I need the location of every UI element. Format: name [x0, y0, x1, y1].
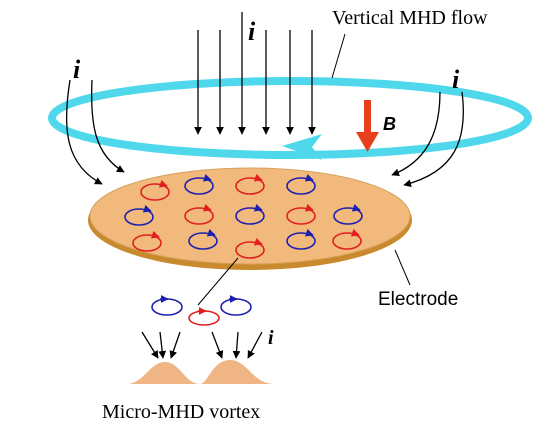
- vortex-icon: [140, 183, 170, 201]
- vortex-icon: [235, 177, 265, 195]
- deposit-bump-icon: [128, 360, 275, 384]
- current-arrow-icon: [247, 331, 263, 359]
- right-current-arrows: [391, 91, 464, 188]
- vortex-icon: [286, 177, 316, 195]
- vortex-arrow-icon: [351, 203, 361, 212]
- electrode-label-leader: [394, 249, 411, 286]
- flow-direction-arrowhead-icon: [282, 134, 322, 160]
- vortex-arrow-icon: [253, 173, 263, 182]
- zoomed-vortices: [151, 295, 252, 326]
- current-arrow-icon: [141, 331, 159, 359]
- vortex-icon: [124, 208, 154, 226]
- current-arrow-icon: [232, 331, 241, 359]
- vortex-icon: [235, 241, 265, 259]
- vortex-icon: [333, 207, 363, 225]
- vertical-current-arrows: [194, 12, 316, 135]
- flow-label-leader: [331, 33, 346, 79]
- vortex-icon: [184, 207, 214, 225]
- vortex-arrow-icon: [206, 228, 216, 237]
- current-arrow-icon: [158, 331, 167, 359]
- left-current-arrows: [65, 79, 125, 185]
- vortex-icon: [332, 232, 362, 250]
- vortex-icon: [132, 234, 162, 252]
- vortex-icon: [286, 232, 316, 250]
- flow-ring-front: [48, 117, 532, 159]
- current-arrow-icon: [211, 331, 224, 359]
- vortex-icon: [188, 232, 218, 250]
- vortex-arrow-icon: [158, 179, 168, 188]
- current-arrow-icon: [391, 91, 441, 177]
- current-arrow-icon: [403, 91, 464, 188]
- micro-current-arrows: [141, 331, 263, 359]
- electrode-label: Electrode: [378, 289, 458, 310]
- current-label-top: i: [248, 17, 256, 46]
- vortex-arrow-icon: [304, 203, 314, 212]
- current-arrow-icon: [65, 79, 103, 185]
- vortex-icon: [286, 207, 316, 225]
- current-label-left: i: [73, 55, 81, 84]
- vortex-arrow-icon: [142, 204, 152, 213]
- vortex-icon: [235, 207, 265, 225]
- vortex-arrow-icon: [202, 203, 212, 212]
- vortex-arrow-icon: [350, 228, 360, 237]
- magnetic-field-label: B: [383, 114, 396, 134]
- vortex-arrow-icon: [150, 230, 160, 239]
- vortex-arrow-icon: [253, 203, 263, 212]
- vortex-icon: [151, 298, 183, 316]
- electrode-disk: [88, 167, 412, 270]
- vertical-flow-label: Vertical MHD flow: [332, 7, 488, 29]
- vortex-grid: [124, 173, 363, 259]
- vortex-arrow-icon: [253, 237, 263, 246]
- magnetic-field-arrow-icon: [356, 100, 379, 152]
- vortex-icon: [220, 298, 252, 316]
- vortex-arrow-icon: [304, 173, 314, 182]
- current-label-right: i: [452, 65, 460, 94]
- vortex-icon: [188, 310, 220, 326]
- current-arrow-icon: [169, 331, 181, 359]
- zoom-leader: [197, 257, 239, 306]
- current-arrow-icon: [90, 79, 125, 173]
- vortex-arrow-icon: [202, 173, 212, 182]
- vortex-arrow-icon: [304, 228, 314, 237]
- micro-vortex-label: Micro-MHD vortex: [102, 401, 260, 423]
- vortex-icon: [184, 177, 214, 195]
- current-label-small: i: [268, 327, 274, 349]
